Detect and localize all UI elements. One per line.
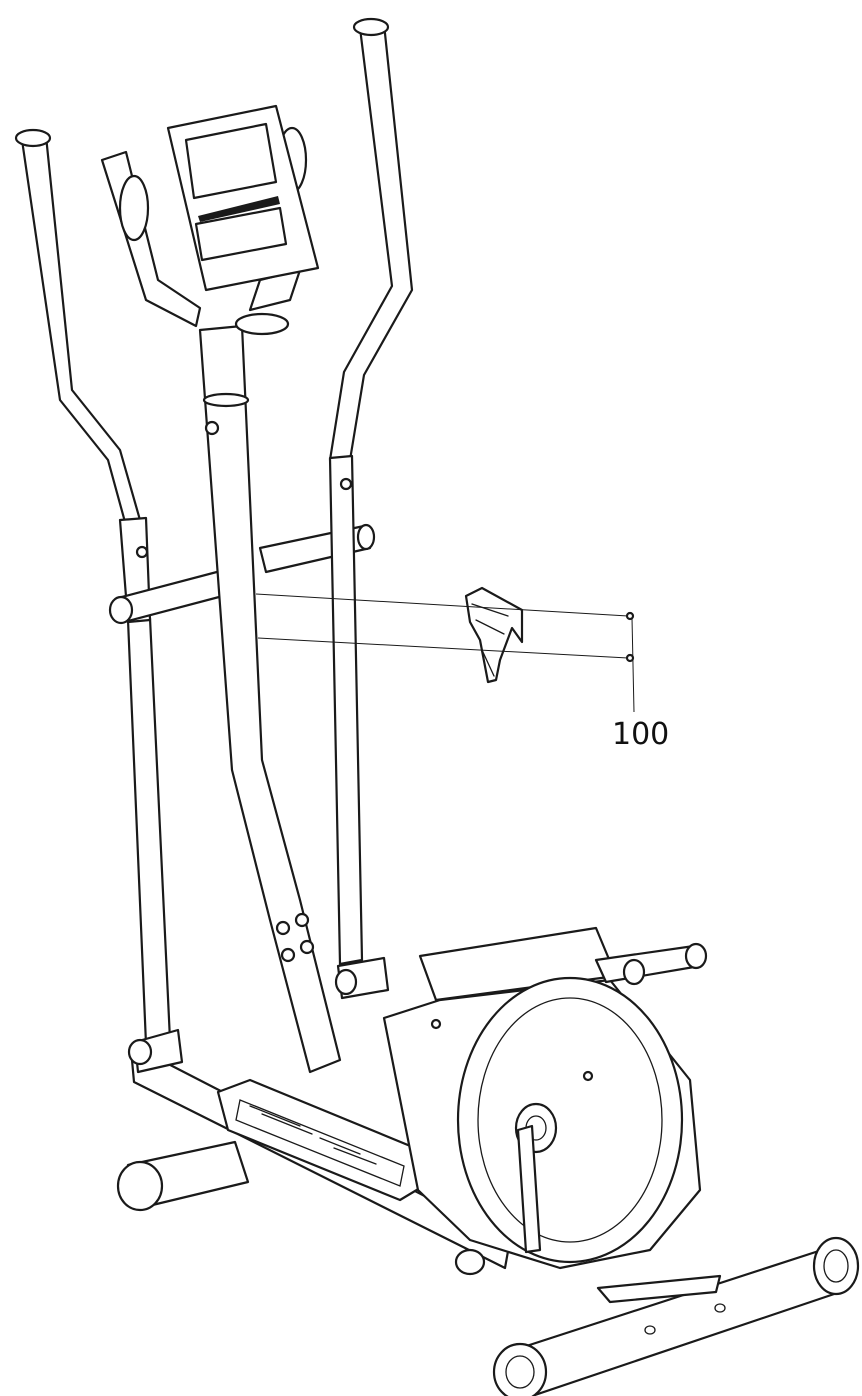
part-number-callout: 100 [612,717,669,752]
left-upright-leg [126,616,184,1074]
console [100,104,320,336]
left-pedal [216,1078,432,1202]
flywheel-housing [382,926,708,1270]
right-handle-arm [328,17,414,1000]
front-stabilizer-left-cap [116,1140,250,1212]
rear-stabilizer-bar [492,1236,860,1396]
main-mast [198,324,342,1074]
assembly-leader-lines [255,593,635,713]
bottle-holder [464,586,524,684]
